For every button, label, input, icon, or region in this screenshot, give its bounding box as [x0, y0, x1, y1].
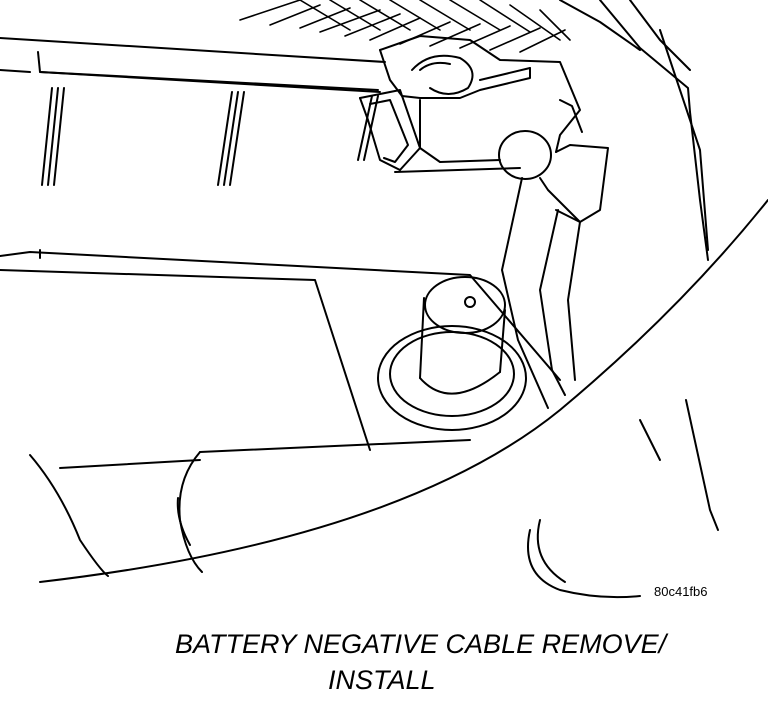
caption-line-2: INSTALL — [328, 665, 436, 695]
hatch-pattern — [240, 0, 570, 52]
negative-terminal-post — [378, 277, 526, 430]
caption-line-1: BATTERY NEGATIVE CABLE REMOVE/ — [175, 629, 667, 659]
negative-cable — [502, 178, 580, 408]
cable-clamp — [360, 36, 608, 222]
lower-body-contour — [528, 520, 640, 597]
battery-frame — [0, 0, 690, 185]
battery-case — [0, 250, 560, 468]
fender-arc — [40, 30, 768, 582]
lower-hose — [30, 440, 470, 576]
figure-id-label: 80c41fb6 — [654, 584, 708, 599]
